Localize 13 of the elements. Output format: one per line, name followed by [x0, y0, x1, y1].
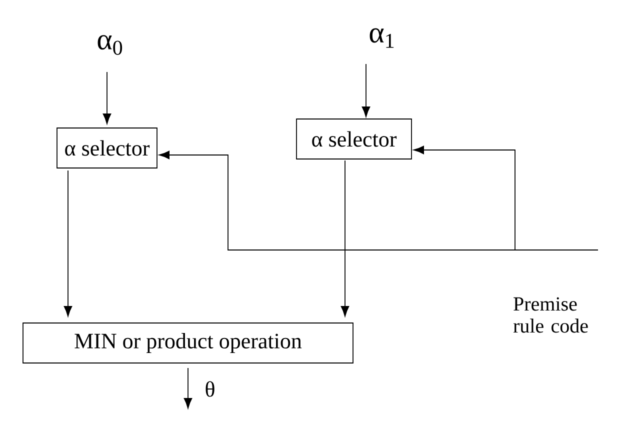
arrow — [362, 64, 370, 118]
arrow — [184, 368, 192, 409]
process-box: α selector — [296, 118, 412, 160]
process-box: α selector — [56, 128, 158, 168]
edge-label: θ — [204, 380, 216, 398]
arrow — [64, 170, 72, 317]
arrow — [340, 160, 350, 317]
arrow — [413, 146, 598, 250]
arrow — [102, 72, 112, 124]
label-text: Premise rule code — [513, 297, 588, 333]
symbol-label: α$_{1}$ — [370, 28, 394, 48]
process-box: MIN or product operation — [22, 322, 354, 364]
symbol-label: α$_{0}$ — [98, 35, 122, 55]
